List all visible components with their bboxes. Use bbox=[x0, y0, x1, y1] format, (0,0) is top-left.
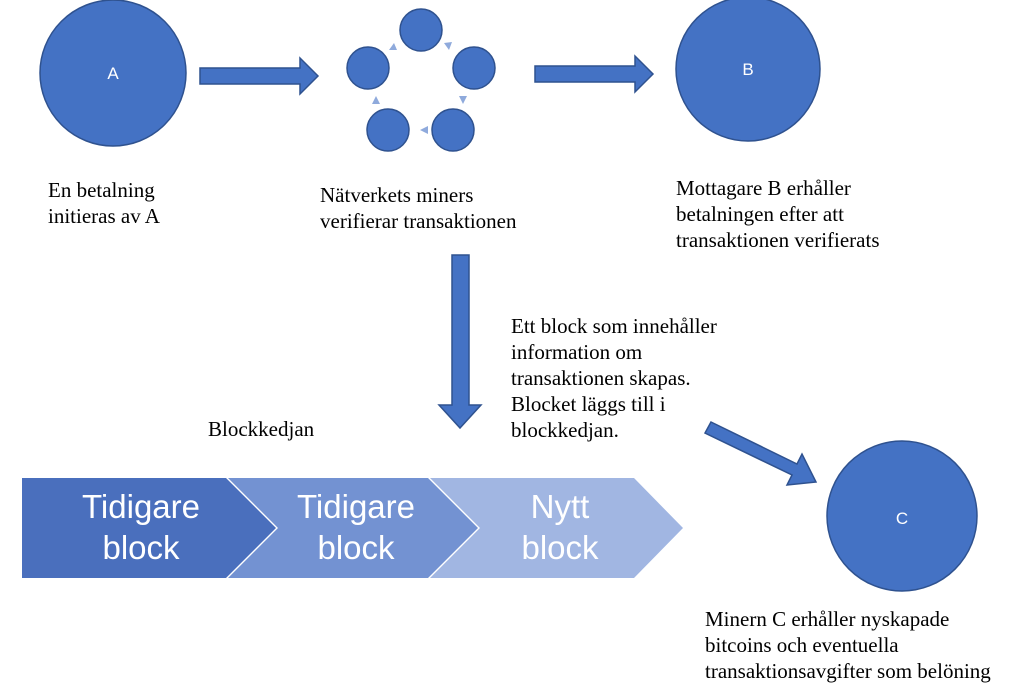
node-a-label: A bbox=[107, 64, 119, 83]
caption-reward-line: Minern C erhåller nyskapade bbox=[705, 607, 950, 631]
arrow-a-to-miners bbox=[199, 56, 320, 96]
chain-block-3 bbox=[430, 478, 683, 578]
chain-title-text: Blockkedjan bbox=[208, 417, 315, 441]
caption-miners: Nätverkets miners verifierar transaktion… bbox=[320, 182, 517, 234]
node-b: B bbox=[675, 0, 821, 142]
miner-node-left bbox=[346, 46, 390, 90]
caption-initiate-line: initieras av A bbox=[48, 204, 160, 228]
caption-receiver-line: transaktionen verifierats bbox=[676, 228, 880, 252]
caption-receiver-line: betalningen efter att bbox=[676, 202, 844, 226]
arrow-to-c bbox=[703, 421, 818, 486]
cycle-arrow-right-down bbox=[459, 96, 467, 104]
cycle-arrow-left-up bbox=[372, 96, 380, 104]
cycle-arrow-top-left bbox=[389, 43, 397, 50]
caption-reward-line: transaktionsavgifter som belöning bbox=[705, 659, 991, 683]
miner-cycle bbox=[346, 8, 496, 152]
miner-node-right bbox=[452, 46, 496, 90]
caption-receiver: Mottagare B erhåller betalningen efter a… bbox=[676, 175, 880, 253]
cycle-arrow-bottom bbox=[420, 126, 428, 134]
arrow-down-to-chain bbox=[437, 254, 483, 430]
caption-miners-line: verifierar transaktionen bbox=[320, 209, 517, 233]
caption-block: Ett block som innehåller information om … bbox=[511, 313, 717, 443]
cycle-arrow-top-right bbox=[444, 42, 452, 50]
node-a: A bbox=[39, 0, 187, 147]
miner-node-top bbox=[399, 8, 443, 52]
chain-block-3-line2: block bbox=[521, 529, 599, 566]
miner-node-bottom-left bbox=[366, 108, 410, 152]
node-c-label: C bbox=[896, 509, 908, 528]
chain-block-1-line2: block bbox=[102, 529, 180, 566]
chain-title: Blockkedjan bbox=[208, 416, 314, 442]
arrow-miners-to-b bbox=[534, 54, 655, 94]
blockchain: Tidigare block Tidigare block Nytt block bbox=[22, 478, 683, 578]
caption-block-line: Ett block som innehåller bbox=[511, 314, 717, 338]
caption-initiate-line: En betalning bbox=[48, 178, 155, 202]
node-c: C bbox=[826, 440, 978, 592]
chain-block-2 bbox=[228, 478, 478, 578]
node-b-label: B bbox=[742, 60, 753, 79]
caption-reward-line: bitcoins och eventuella bbox=[705, 633, 899, 657]
caption-receiver-line: Mottagare B erhåller bbox=[676, 176, 851, 200]
caption-block-line: transaktionen skapas. bbox=[511, 366, 691, 390]
chain-block-2-line2: block bbox=[317, 529, 395, 566]
caption-block-line: information om bbox=[511, 340, 643, 364]
caption-initiate: En betalning initieras av A bbox=[48, 177, 160, 229]
miner-node-bottom-right bbox=[431, 108, 475, 152]
node-c-circle bbox=[826, 440, 978, 592]
chain-block-3-line1: Nytt bbox=[531, 488, 590, 525]
caption-block-line: blockkedjan. bbox=[511, 418, 619, 442]
caption-miners-line: Nätverkets miners bbox=[320, 183, 474, 207]
chain-block-1 bbox=[22, 478, 276, 578]
caption-reward: Minern C erhåller nyskapade bitcoins och… bbox=[705, 606, 991, 684]
caption-block-line: Blocket läggs till i bbox=[511, 392, 666, 416]
node-a-circle bbox=[39, 0, 187, 147]
chain-block-2-line1: Tidigare bbox=[297, 488, 415, 525]
chain-block-1-line1: Tidigare bbox=[82, 488, 200, 525]
node-b-circle bbox=[675, 0, 821, 142]
